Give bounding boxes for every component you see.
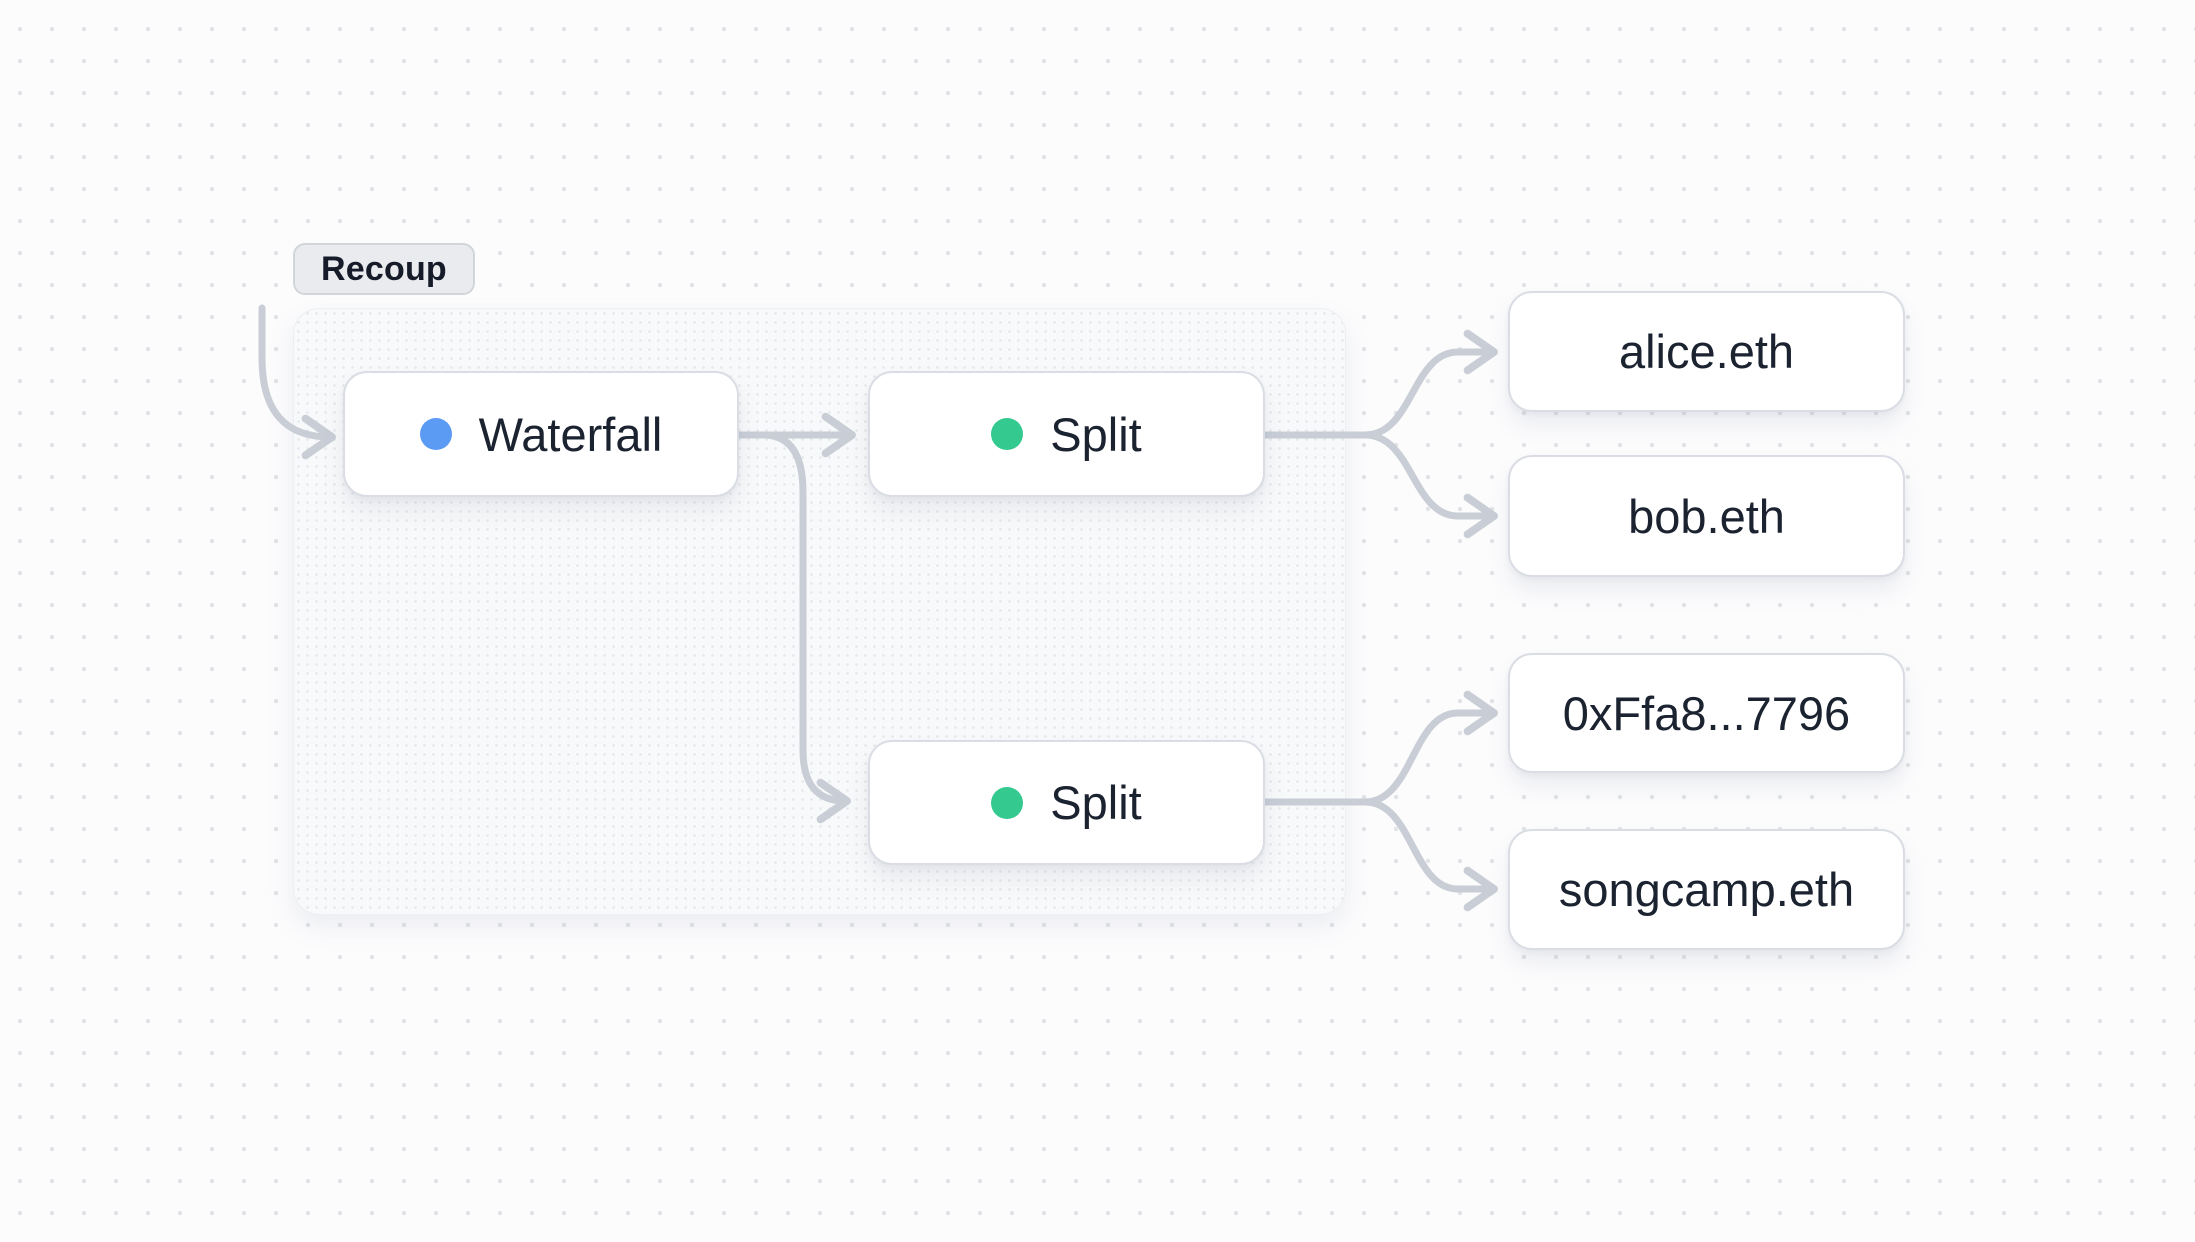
edge-split-bottom-to-0xffa8 bbox=[1361, 690, 1498, 806]
group-label-badge[interactable]: Recoup bbox=[293, 243, 475, 295]
recipient-node-label: alice.eth bbox=[1618, 325, 1795, 378]
recipient-node-label: songcamp.eth bbox=[1558, 863, 1855, 916]
recipient-node-label: 0xFfa8...7796 bbox=[1562, 686, 1851, 740]
split-node-bottom[interactable]: Split bbox=[868, 740, 1265, 865]
waterfall-node-label: Waterfall bbox=[478, 407, 663, 461]
split-dot-icon bbox=[991, 786, 1024, 819]
waterfall-node[interactable]: Waterfall bbox=[343, 371, 739, 497]
edge-split-bottom-to-songcamp bbox=[1361, 798, 1498, 912]
split-node-label: Split bbox=[1050, 407, 1142, 461]
recipient-node-label: bob.eth bbox=[1628, 489, 1785, 543]
group-label: Recoup bbox=[321, 249, 447, 288]
waterfall-dot-icon bbox=[419, 418, 452, 450]
split-dot-icon bbox=[991, 418, 1024, 450]
edge-split-top-to-bob bbox=[1361, 431, 1498, 539]
edge-split-top-to-alice bbox=[1361, 329, 1498, 439]
recipient-node-alice[interactable]: alice.eth bbox=[1508, 291, 1905, 412]
recipient-node-0xffa8[interactable]: 0xFfa8...7796 bbox=[1508, 653, 1905, 773]
recipient-node-songcamp[interactable]: songcamp.eth bbox=[1508, 829, 1905, 950]
split-node-top[interactable]: Split bbox=[868, 371, 1265, 497]
split-node-label: Split bbox=[1050, 776, 1142, 829]
recipient-node-bob[interactable]: bob.eth bbox=[1508, 455, 1905, 577]
